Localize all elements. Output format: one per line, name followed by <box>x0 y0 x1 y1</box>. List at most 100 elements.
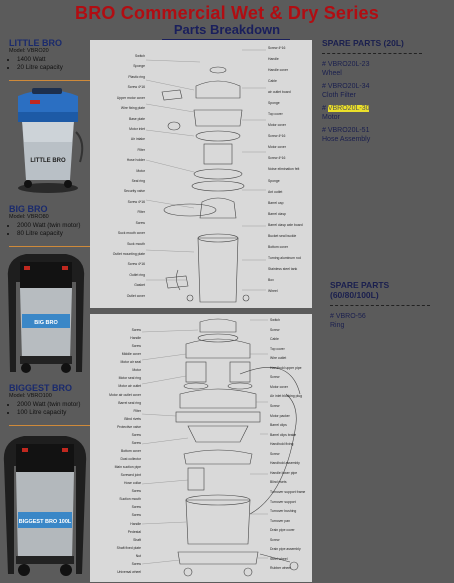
big-bro-vacuum-image: BIG BRO <box>7 254 85 373</box>
spare-parts-heading-sizes: (60/80/100L) <box>330 290 379 300</box>
callout-label: Handhold upper pipe <box>270 365 302 370</box>
callout-label: Air intake <box>130 137 145 142</box>
callout-label: Handle cover <box>268 68 288 73</box>
callout-label: Hose holder <box>126 158 145 163</box>
callout-label: Motor air seal <box>120 360 141 365</box>
callout-label: Screw <box>131 432 141 437</box>
callout-label: Steel wheel <box>270 556 288 561</box>
callout-label: Filter <box>137 147 145 152</box>
spare-part-item-highlighted: # VBRO20L-30 Motor <box>322 104 422 122</box>
callout-label: Wire outlet <box>270 356 287 361</box>
dashed-divider <box>330 305 430 306</box>
callout-label: Handle <box>130 336 141 341</box>
callout-label: Screw <box>131 505 141 510</box>
part-code-highlight: VBRO20L-30 <box>327 105 370 112</box>
callout-label: Stainless steel tank <box>268 266 298 271</box>
model-biggest-bro: BIGGEST BRO Model: VBRO100 2000 Watt (tw… <box>9 383 80 417</box>
callout-label: Turnover support <box>270 499 296 504</box>
part-code: # VBRO-56 <box>330 313 366 320</box>
callout-label: Drain pipe cover <box>270 528 295 533</box>
callout-label: Screw 4*16 <box>268 156 286 161</box>
model-name: LITTLE BRO <box>9 38 62 48</box>
callout-label: Gasket <box>134 283 145 288</box>
callout-label: Switch <box>135 54 145 58</box>
part-code: # VBRO20L-34 <box>322 83 370 90</box>
callout-label: Barrel cap <box>268 200 284 205</box>
callout-label: Top cover <box>268 112 283 117</box>
callout-label: air outlet board <box>268 90 291 95</box>
tank-label: BIGGEST BRO 100L <box>19 519 72 525</box>
callout-label: Top cover <box>270 346 285 351</box>
spec-item: 100 Litre capacity <box>17 409 80 417</box>
callout-label: Screw <box>131 489 141 494</box>
callout-label: Rubber wheel <box>270 566 291 571</box>
callout-label: Bucket seal buckle <box>268 233 297 238</box>
callout-label: Wire fixing plate <box>120 106 145 111</box>
spec-item: 2000 Watt (twin motor) <box>17 401 80 409</box>
callout-label: Suction mouth <box>119 497 141 502</box>
dashed-divider <box>322 53 422 54</box>
callout-label: Screw 4*16 <box>268 134 286 139</box>
spare-parts-heading: SPARE PARTS <box>330 280 390 290</box>
spec-item: 80 Litre capacity <box>17 230 80 238</box>
callout-label: Screwed joint <box>120 473 141 478</box>
model-code: Model: VBRO100 <box>9 393 52 399</box>
callout-label: Outlet cover <box>126 293 145 298</box>
model-big-bro: BIG BRO Model: VBRO80 2000 Watt (twin mo… <box>9 204 80 238</box>
callout-label: Hose collar <box>124 481 141 486</box>
callout-label: Cable <box>270 337 279 342</box>
callout-label: Screw <box>131 344 141 349</box>
model-little-bro: LITTLE BRO Model: VBRO20 1400 Watt 20 Li… <box>9 38 63 72</box>
callout-label: Cable <box>268 79 277 84</box>
model-specs: 2000 Watt (twin motor) 80 Litre capacity <box>9 222 80 238</box>
callout-label: Handle <box>268 57 279 62</box>
callout-label: Middle cover <box>121 352 141 357</box>
callout-label: Sponge <box>268 178 280 183</box>
model-name: BIG BRO <box>9 204 48 214</box>
callout-label: Protective valve <box>117 424 141 429</box>
callout-label: Bottom cover <box>268 244 288 249</box>
part-name: Wheel <box>322 70 342 77</box>
callout-label: Pedestal <box>127 529 141 534</box>
callout-label: Screw <box>270 451 280 456</box>
part-code: # VBRO20L-51 <box>322 127 370 134</box>
callout-label: Motor <box>132 368 141 373</box>
spec-item: 20 Litre capacity <box>17 64 63 72</box>
callout-label: Security valve <box>123 189 145 194</box>
callout-label: Turnover support frame <box>270 490 306 494</box>
callout-label: Drain pipe assembly <box>270 547 301 552</box>
callout-label: Filter <box>133 408 141 413</box>
callout-label: Suck mouth <box>127 241 145 246</box>
callout-label: Bottom cover <box>121 448 141 453</box>
callout-label: Upper motor cover <box>116 95 145 100</box>
callout-label: Screw 4*16 <box>127 85 145 90</box>
callout-label: Motor packer <box>270 413 290 418</box>
callout-label: Shaft <box>133 537 141 542</box>
callout-label: Screw <box>131 513 141 518</box>
callout-label: Dust collector <box>120 457 141 462</box>
subtitle-underline <box>162 39 290 40</box>
callout-label: Sponge <box>268 101 280 106</box>
page-title: BRO Commercial Wet & Dry Series <box>75 3 379 23</box>
spec-item: 2000 Watt (twin motor) <box>17 222 80 230</box>
callout-label: Turnover bushing <box>270 509 297 514</box>
callout-label: Air inlet blocking plug <box>270 394 303 399</box>
model-name: BIGGEST BRO <box>9 383 73 393</box>
callout-label: Screw <box>131 561 141 566</box>
callout-label: Handhold fixing <box>270 442 294 447</box>
callout-label: Handle <box>130 521 141 526</box>
little-bro-vacuum-image: LITTLE BRO <box>18 88 84 193</box>
callout-label: Nut <box>135 553 141 558</box>
callout-label: Ant outlet <box>268 189 283 194</box>
callout-label: Screw <box>131 440 141 445</box>
callout-label: Handle lower pipe <box>270 470 298 475</box>
callout-label: Screw 4*16 <box>127 262 145 267</box>
callout-label: Box <box>268 277 274 282</box>
part-code: # VBRO20L-23 <box>322 61 370 68</box>
callout-label: Main suction pipe <box>114 465 141 470</box>
callout-label: Suck mouth cover <box>117 231 145 236</box>
exploded-view-20l <box>145 49 266 303</box>
model-specs: 2000 Watt (twin motor) 100 Litre capacit… <box>9 401 80 417</box>
callout-label: Outlet mounting plate <box>112 251 145 256</box>
callout-label: Blind rivets <box>270 480 287 485</box>
